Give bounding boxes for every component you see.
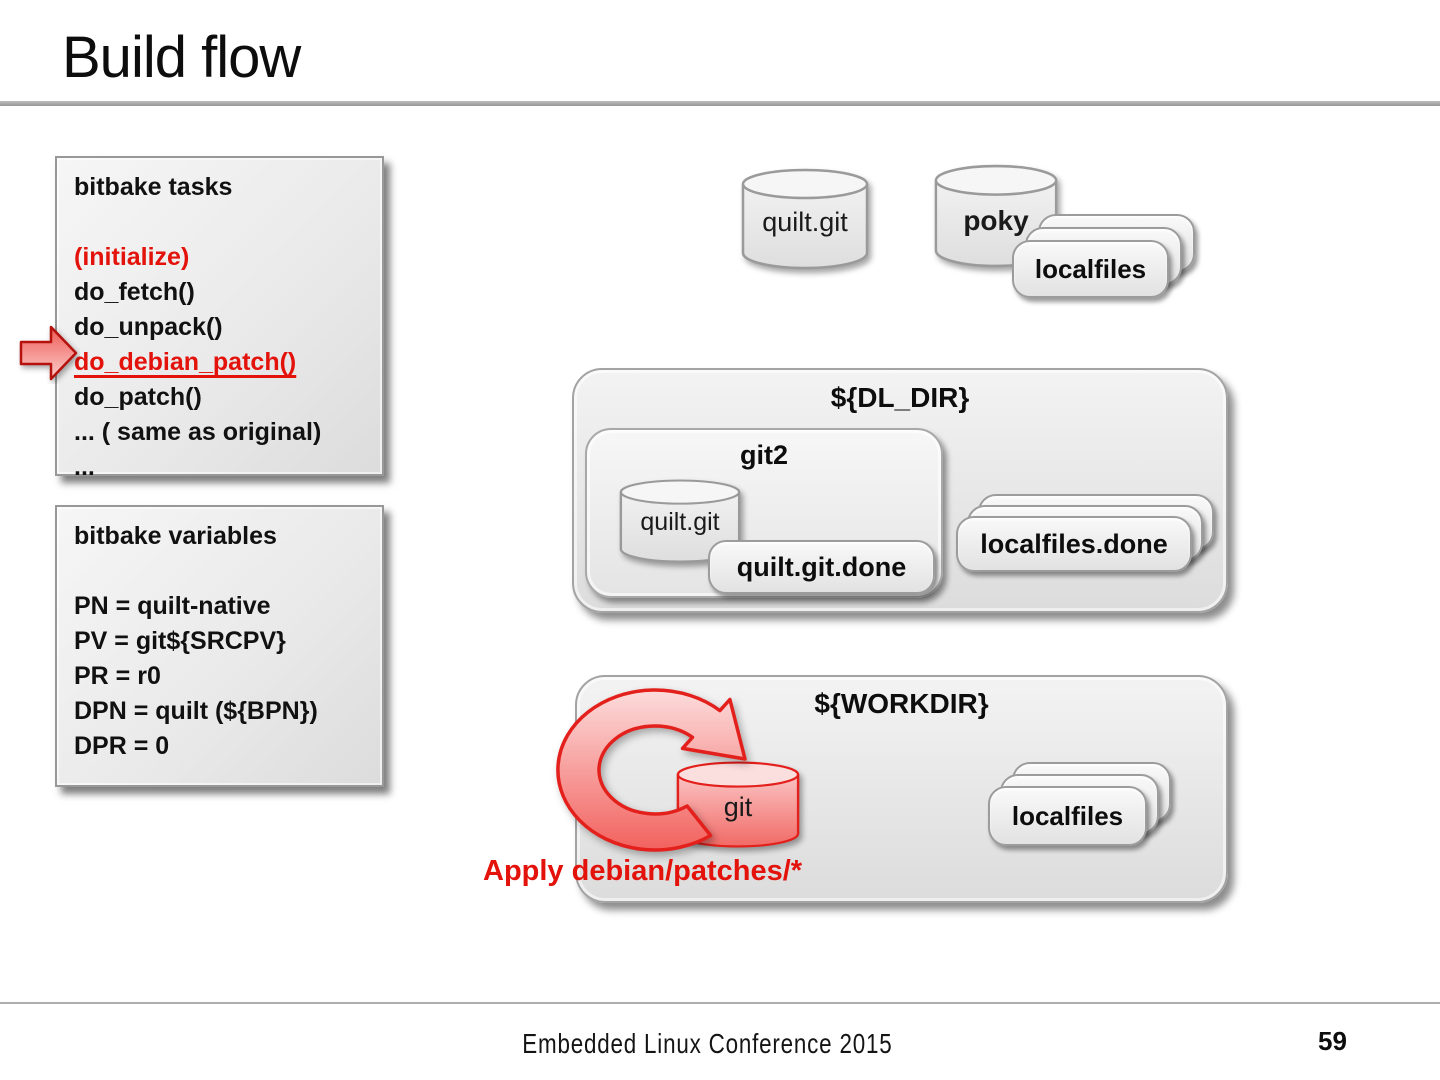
var-line: bitbake variables [74,522,277,550]
var-line-pn: PN = quilt-native [74,592,271,620]
task-line-ellipsis: ... [74,453,95,481]
task-line-do-debian-patch: do_debian_patch() [74,348,297,376]
stack-label: localfiles [1011,800,1124,831]
var-line-dpn: DPN = quilt (${BPN}) [74,697,318,725]
footer-divider [0,1002,1440,1004]
dl-dir-title: ${DL_DIR} [830,382,970,413]
task-line-do-fetch: do_fetch() [74,278,195,306]
card-label: quilt.git.done [736,551,907,582]
title-divider [0,101,1440,106]
apply-patches-note: Apply debian/patches/* [483,855,803,887]
task-line [74,205,376,240]
loop-arrow-icon [556,688,747,852]
stack-card-front: localfiles [988,786,1147,846]
var-line [74,554,376,589]
footer-conference-label: Embedded Linux Conference 2015 [521,1028,893,1059]
bitbake-variables-panel: bitbake variables PN = quilt-native PV =… [55,505,384,787]
task-line-do-patch: do_patch() [74,383,202,411]
footer-conference: Embedded Linux Conference 2015 [0,1028,1414,1060]
stack-card-front: localfiles [1012,240,1169,298]
task-line-do-unpack: do_unpack() [74,313,223,341]
git2-title: git2 [739,440,788,470]
cylinder-label: quilt.git [640,508,720,536]
page-number: 59 [1318,1026,1347,1056]
quilt-git-done-card: quilt.git.done [708,540,935,594]
localfiles-done-stack: localfiles.done [956,494,1214,572]
cylinder-label: git [723,792,753,822]
bitbake-tasks-panel: bitbake tasks (initialize) do_fetch() do… [55,156,384,481]
stack-label: localfiles [1034,253,1147,284]
task-line: bitbake tasks [74,173,233,201]
task-line-same-as-original: ... ( same as original) [74,418,322,446]
cylinder-label: quilt.git [762,207,848,237]
stack-label: localfiles.done [980,528,1168,559]
localfiles-stack-workdir: localfiles [988,762,1171,846]
var-line-pv: PV = git${SRCPV} [74,627,286,655]
stack-card-front: localfiles.done [956,516,1192,572]
localfiles-stack-top: localfiles [1012,214,1195,298]
cylinder-label: poky [963,205,1029,236]
task-line-initialize: (initialize) [74,243,190,271]
database-cylinder-git-red: git [675,760,801,849]
var-line-dpr: DPR = 0 [74,732,170,760]
workdir-title: ${WORKDIR} [814,688,989,719]
database-cylinder-quilt-git: quilt.git [740,167,870,271]
database-cylinder-quilt-git-dl: quilt.git [618,478,742,564]
var-line-pr: PR = r0 [74,662,161,690]
block-arrow-right-icon [19,325,78,381]
page-title: Build flow [62,25,301,90]
